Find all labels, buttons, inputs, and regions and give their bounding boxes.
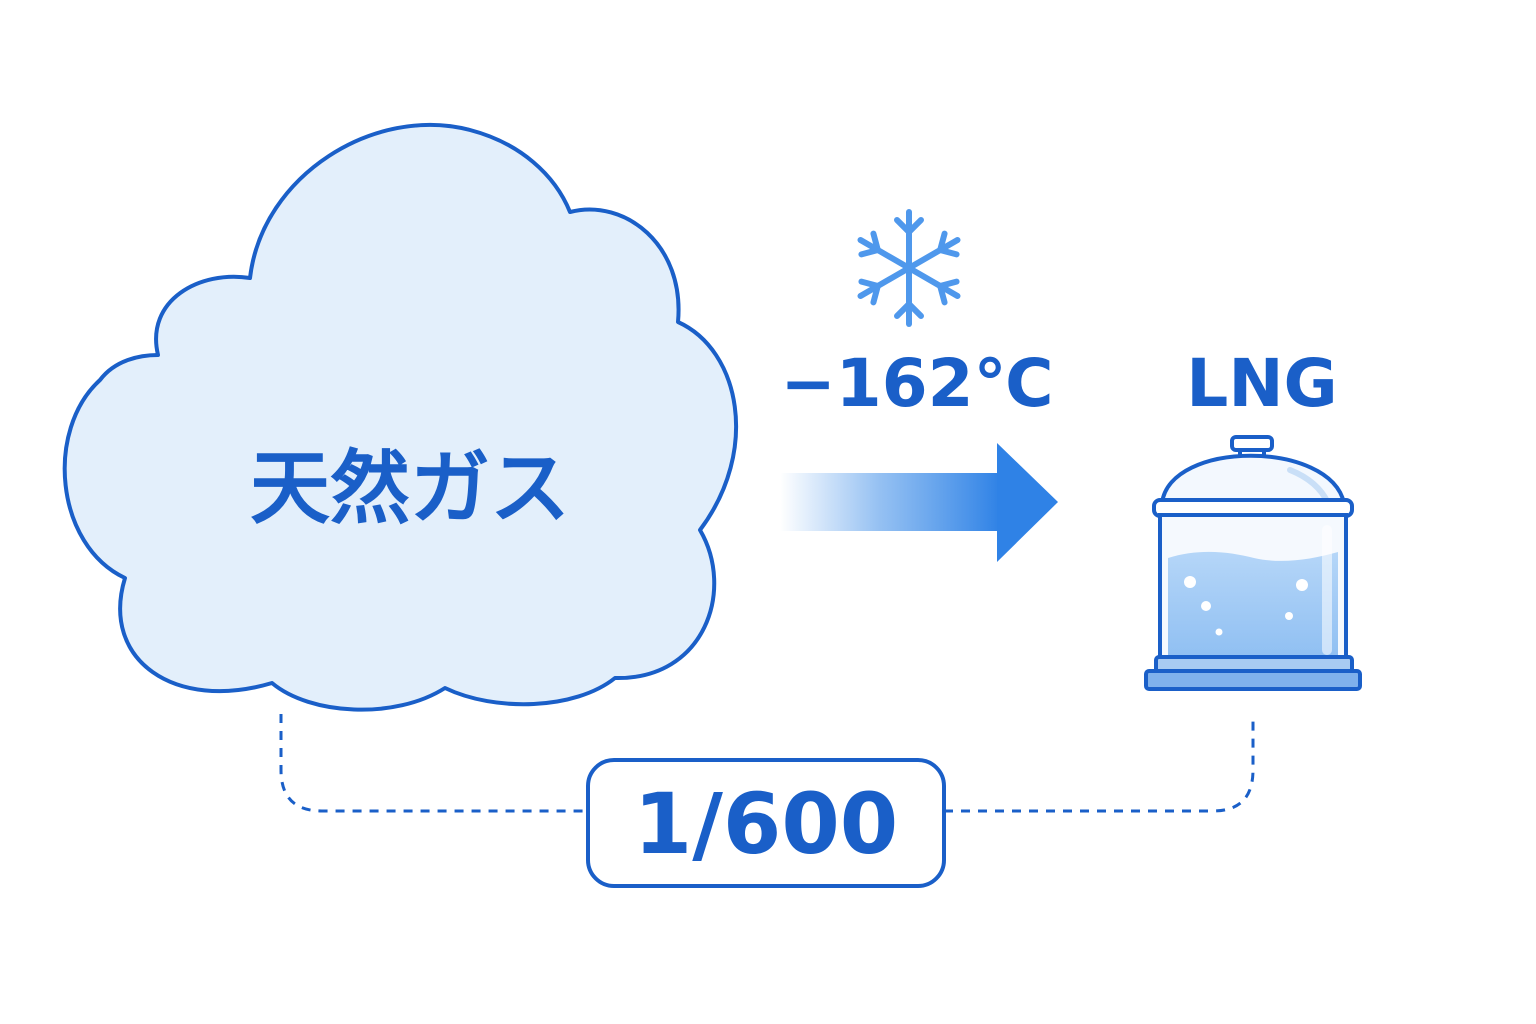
bubble [1285,612,1293,620]
bubble [1215,628,1223,636]
lng-label: LNG [1186,345,1337,422]
lng-tank-icon [1144,435,1362,691]
snowflake-icon [857,209,961,327]
tank-dome [1160,453,1346,505]
natural-gas-cloud: 天然ガス [62,123,739,712]
ratio-connector-left [279,714,588,813]
ratio-badge: 1/600 [586,758,946,888]
arrow-shaft [780,473,1000,531]
bubble [1296,579,1308,591]
tank-liquid [1168,551,1338,660]
ratio-value: 1/600 [634,775,898,873]
arrow-head [997,443,1058,562]
bubble [1201,601,1211,611]
natural-gas-label: 天然ガス [250,442,570,535]
tank-base [1144,669,1362,691]
cooling-arrow [780,443,1058,562]
bubble [1184,576,1196,588]
ratio-connector-right [944,714,1255,813]
temperature-label: −162℃ [781,345,1054,422]
cloud-shape [62,123,739,712]
ratio-box [586,758,946,888]
